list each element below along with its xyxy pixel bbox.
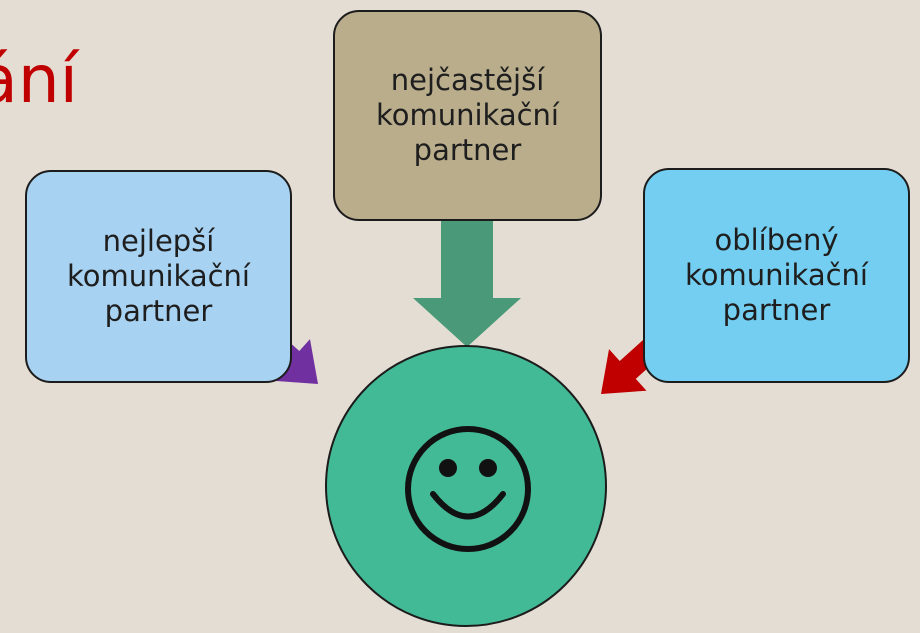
box-line: nejčastější <box>390 63 545 97</box>
box-line: komunikační <box>66 259 250 293</box>
slide-title: ání <box>0 36 140 126</box>
box-favorite-partner: oblíbený komunikační partner <box>643 168 910 383</box>
box-line: komunikační <box>684 258 868 292</box>
slide-title-text: ání <box>0 41 78 118</box>
box-line: partner <box>413 133 522 167</box>
box-line: partner <box>104 294 213 328</box>
box-line: oblíbený <box>714 223 839 257</box>
smiley-face-icon <box>405 426 531 552</box>
box-line: partner <box>722 293 831 327</box>
box-most-frequent-partner: nejčastější komunikační partner <box>333 10 602 221</box>
box-line: nejlepší <box>102 224 215 258</box>
top-arrow <box>413 218 521 347</box>
box-best-partner: nejlepší komunikační partner <box>25 170 292 383</box>
smiley-circle <box>325 345 607 627</box>
box-line: komunikační <box>375 98 559 132</box>
